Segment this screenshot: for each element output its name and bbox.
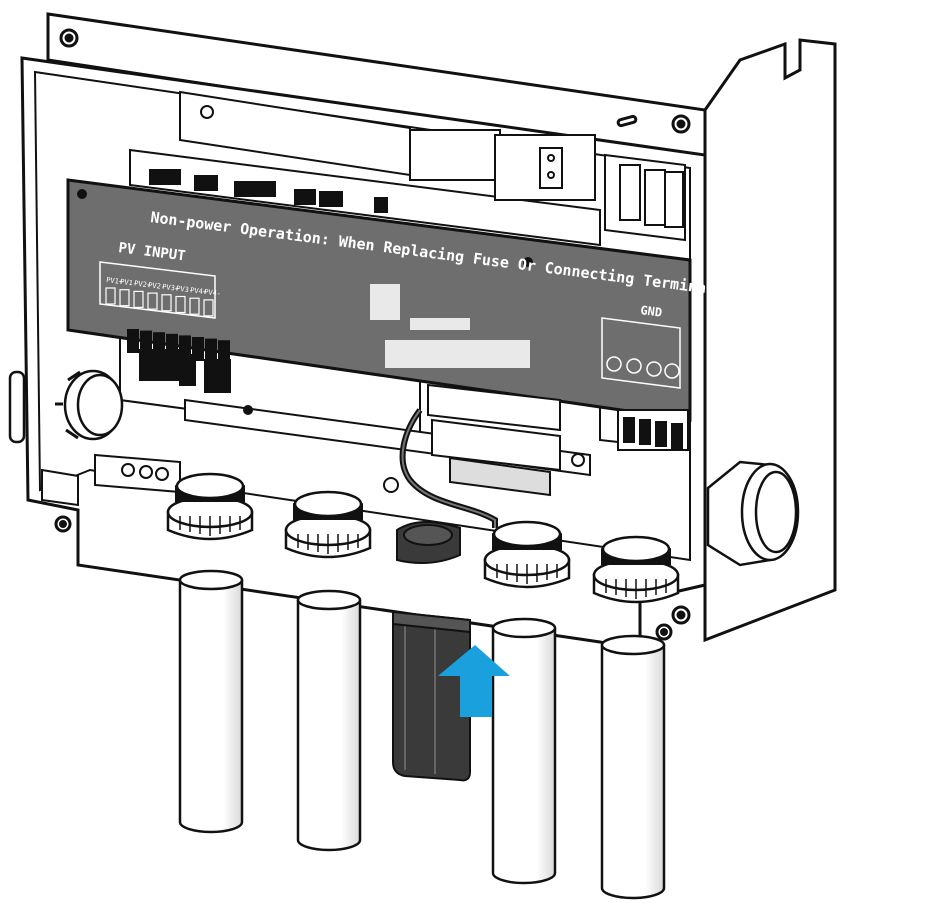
conduit-pipe (491, 628, 557, 885)
pv-terminal-label: PV4- (204, 288, 222, 298)
left-cable-gland (8, 369, 124, 444)
conduit-pipes (166, 472, 680, 900)
communication-module (392, 520, 471, 782)
pv-terminal-label: PV2+ (134, 279, 152, 289)
pv-terminal-label: PV3+ (162, 283, 180, 293)
lower-terminals (127, 329, 689, 497)
pv-terminal-label: PV1- (120, 278, 138, 288)
panel-small-labels (370, 284, 530, 368)
conduit-assembly (284, 490, 372, 852)
arrow-up-icon (438, 645, 510, 717)
gland-cap (492, 520, 562, 548)
ground-bar (41, 453, 181, 507)
pv-terminal-slot (147, 292, 158, 310)
terminal-screw (192, 337, 204, 361)
terminal-screw (205, 338, 217, 363)
pv-terminal-block: PV1+PV1-PV2+PV2-PV3+PV3-PV4+PV4- (99, 261, 222, 319)
pv-terminal-slot (161, 294, 172, 312)
pv-terminal-label: PV4+ (190, 286, 208, 296)
conduit-assembly (592, 535, 680, 900)
pv-terminal-slot (175, 295, 186, 314)
pv-terminal-slot (119, 289, 130, 307)
gland-cap (601, 535, 671, 563)
conduit-pipe (296, 600, 362, 852)
conduit-assembly (483, 520, 571, 885)
conduit-pipe (178, 580, 244, 834)
pv-terminal-slot (105, 287, 116, 305)
gland-cap (293, 490, 363, 518)
pv-terminal-label: PV2- (148, 281, 166, 291)
pv-terminal-label: PV3- (176, 285, 194, 295)
data-cable (399, 408, 498, 528)
pv-terminal-slot (133, 290, 144, 308)
gland-cap (175, 472, 245, 500)
conduit-pipe (600, 645, 666, 900)
pv-terminal-slot (203, 299, 214, 317)
pv-terminal-label: PV1+ (106, 276, 124, 286)
terminal-screw (127, 329, 139, 353)
gnd-label: GND (640, 303, 663, 320)
conduit-assembly (166, 472, 254, 834)
gnd-terminal-block (601, 317, 681, 389)
right-cable-gland (706, 460, 800, 567)
pv-terminal-slot (189, 297, 200, 315)
